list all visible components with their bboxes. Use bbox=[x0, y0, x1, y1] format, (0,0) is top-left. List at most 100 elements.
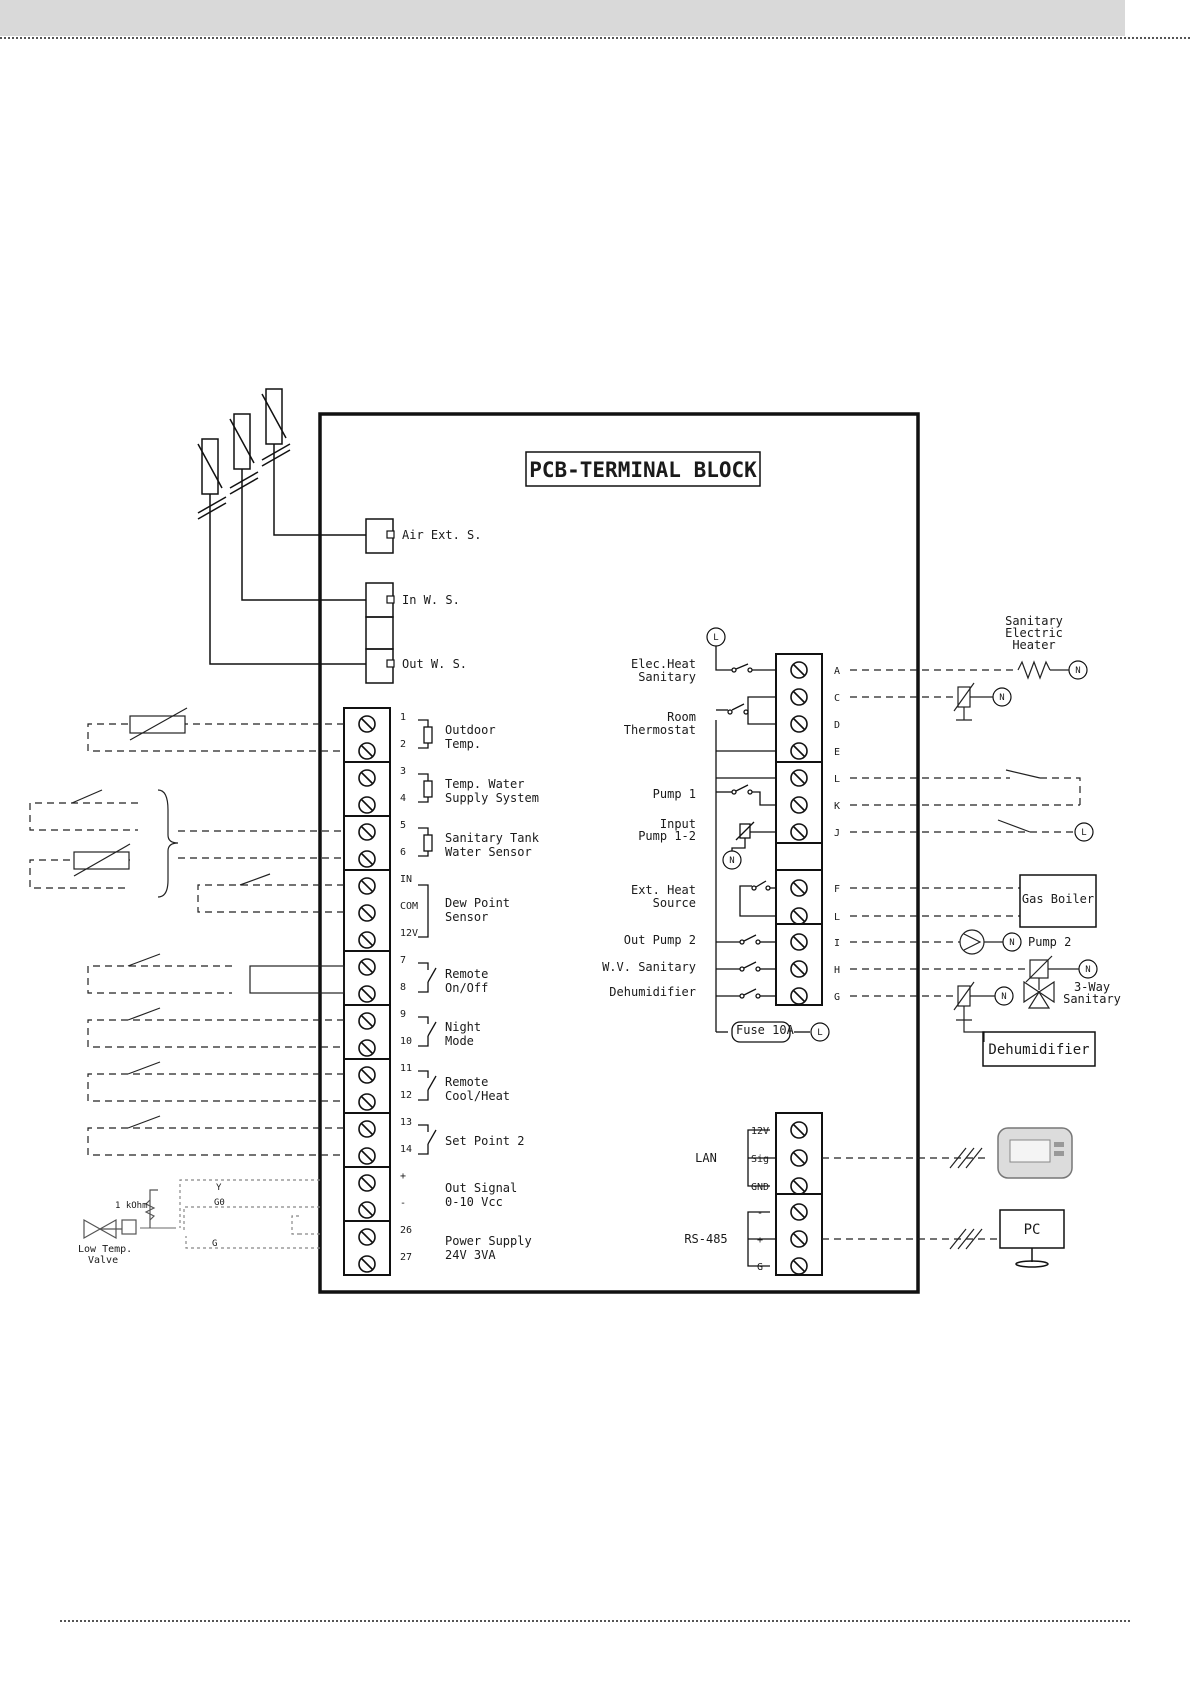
left-terminal-number: 4 bbox=[400, 793, 406, 804]
fuse-label: Fuse 10A bbox=[736, 1023, 795, 1037]
left-internal-symbols bbox=[418, 719, 437, 1155]
water-supply-label-1: Temp. Water bbox=[445, 777, 524, 791]
external-devices bbox=[982, 874, 1097, 1268]
lan-label: LAN bbox=[695, 1151, 717, 1165]
set-point-label: Set Point 2 bbox=[445, 1134, 524, 1148]
comm-terminal-screw bbox=[790, 1177, 808, 1195]
right-terminal-letter: C bbox=[834, 693, 840, 704]
right-terminal-screw bbox=[790, 715, 808, 733]
ext-heat-label-2: Source bbox=[653, 896, 696, 910]
left-terminal-screw bbox=[358, 958, 376, 976]
left-terminal-number: 13 bbox=[400, 1117, 412, 1128]
in-water-sensor-label: In W. S. bbox=[402, 593, 460, 607]
sanitary-tank-label-1: Sanitary Tank bbox=[445, 831, 540, 845]
room-thermostat-label-1: Room bbox=[667, 710, 696, 724]
right-terminal-screw bbox=[790, 769, 808, 787]
right-terminal-screws bbox=[790, 661, 808, 1275]
left-terminal-screw bbox=[358, 796, 376, 814]
resistor-label: 1 kOhm bbox=[115, 1201, 148, 1211]
air-ext-sensor-label: Air Ext. S. bbox=[402, 528, 481, 542]
cool-heat-label-2: Cool/Heat bbox=[445, 1089, 510, 1103]
right-terminal-letter: K bbox=[834, 801, 840, 812]
rs-g-label: G bbox=[757, 1262, 763, 1273]
out-water-sensor-label: Out W. S. bbox=[402, 657, 467, 671]
right-terminal-screw bbox=[790, 907, 808, 925]
dew-point-label-2: Sensor bbox=[445, 910, 488, 924]
water-supply-label-2: Supply System bbox=[445, 791, 539, 805]
header-bar bbox=[0, 0, 1125, 36]
gas-boiler-label: Gas Boiler bbox=[1022, 892, 1094, 906]
sensor-probes bbox=[197, 388, 366, 665]
left-terminal-screw bbox=[358, 1066, 376, 1084]
comm-terminal-screw bbox=[790, 1149, 808, 1167]
left-terminal-screw bbox=[358, 850, 376, 868]
left-terminal-screw bbox=[358, 1174, 376, 1192]
neutral-letter-heater: N bbox=[1075, 666, 1080, 676]
left-terminal-screw bbox=[358, 904, 376, 922]
left-terminal-screw bbox=[358, 715, 376, 733]
valve-labels: 1 kOhm Y G0 G Low Temp. Valve bbox=[78, 1183, 225, 1266]
line-letter-j: L bbox=[1081, 828, 1086, 838]
right-terminal-strip bbox=[775, 653, 823, 1276]
left-terminal-screw bbox=[358, 742, 376, 760]
left-terminal-screw bbox=[358, 1147, 376, 1165]
left-terminal-number: 8 bbox=[400, 982, 406, 993]
comm-terminal-screw bbox=[790, 1230, 808, 1248]
title-box bbox=[525, 451, 761, 487]
left-terminal-screw bbox=[358, 985, 376, 1003]
line-letter-fuse: L bbox=[817, 1028, 822, 1038]
right-terminal-screw bbox=[790, 933, 808, 951]
dehumidifier-box-label: Dehumidifier bbox=[988, 1042, 1089, 1058]
dehumidifier-box bbox=[982, 1031, 1096, 1067]
gas-boiler-box bbox=[1019, 874, 1097, 928]
left-terminal-screw bbox=[358, 1120, 376, 1138]
outdoor-temp-label-2: Temp. bbox=[445, 737, 481, 751]
way-valve-label-2: Sanitary bbox=[1063, 992, 1121, 1006]
right-terminal-screw bbox=[790, 796, 808, 814]
left-terminal-screw bbox=[358, 1012, 376, 1030]
left-terminal-number: COM bbox=[400, 901, 418, 912]
wire-y-label: Y bbox=[216, 1183, 222, 1193]
pcb-board bbox=[318, 412, 920, 1294]
right-terminal-screw bbox=[790, 661, 808, 679]
footer-divider bbox=[60, 1620, 1130, 1622]
elec-heat-label-2: Sanitary bbox=[638, 670, 696, 684]
right-terminal-screw bbox=[790, 987, 808, 1005]
left-terminal-number: 14 bbox=[400, 1144, 412, 1155]
right-function-labels: Elec.Heat Sanitary Room Thermostat Pump … bbox=[602, 657, 794, 1037]
line-neutral-letters: L N L N N L N N N bbox=[713, 633, 1090, 1038]
left-terminal-number: 12 bbox=[400, 1090, 412, 1101]
right-terminal-letter: J bbox=[834, 828, 840, 839]
night-mode-label-2: Mode bbox=[445, 1034, 474, 1048]
right-terminal-screw bbox=[790, 742, 808, 760]
heater-label-3: Heater bbox=[1012, 638, 1055, 652]
right-terminal-letter: L bbox=[834, 912, 840, 923]
left-terminal-screw bbox=[358, 931, 376, 949]
wv-sanitary-label: W.V. Sanitary bbox=[602, 960, 696, 974]
lan-gnd-label: GND bbox=[751, 1182, 769, 1193]
heater-label-2: Electric bbox=[1005, 626, 1063, 640]
neutral-letter-input: N bbox=[729, 856, 734, 866]
left-terminal-number: 6 bbox=[400, 847, 406, 858]
left-terminal-number: IN bbox=[400, 874, 412, 885]
line-letter-top: L bbox=[713, 633, 718, 643]
right-terminal-screw bbox=[790, 823, 808, 841]
lan-sig-label: Sig bbox=[751, 1154, 769, 1165]
left-terminal-number: 3 bbox=[400, 766, 406, 777]
pc-label: PC bbox=[1024, 1222, 1041, 1238]
right-terminal-letter: I bbox=[834, 938, 840, 949]
left-function-labels: Outdoor Temp. Temp. Water Supply System … bbox=[445, 723, 540, 1262]
right-external-wiring bbox=[822, 660, 1081, 1250]
left-terminal-screw bbox=[358, 1039, 376, 1057]
line-symbol-top bbox=[706, 627, 726, 647]
line-neutral-symbols bbox=[706, 627, 1098, 1042]
left-terminal-screw bbox=[358, 1201, 376, 1219]
comm-labels: LAN 12V Sig GND RS-485 - + G bbox=[684, 1126, 769, 1273]
left-terminal-number: 11 bbox=[400, 1063, 412, 1074]
comm-terminal-screw bbox=[790, 1257, 808, 1275]
valve-label-1: Low Temp. bbox=[78, 1244, 132, 1255]
right-terminal-screw bbox=[790, 688, 808, 706]
rs-minus-label: - bbox=[757, 1208, 763, 1219]
input-pump-label-2: Pump 1-2 bbox=[638, 829, 696, 843]
